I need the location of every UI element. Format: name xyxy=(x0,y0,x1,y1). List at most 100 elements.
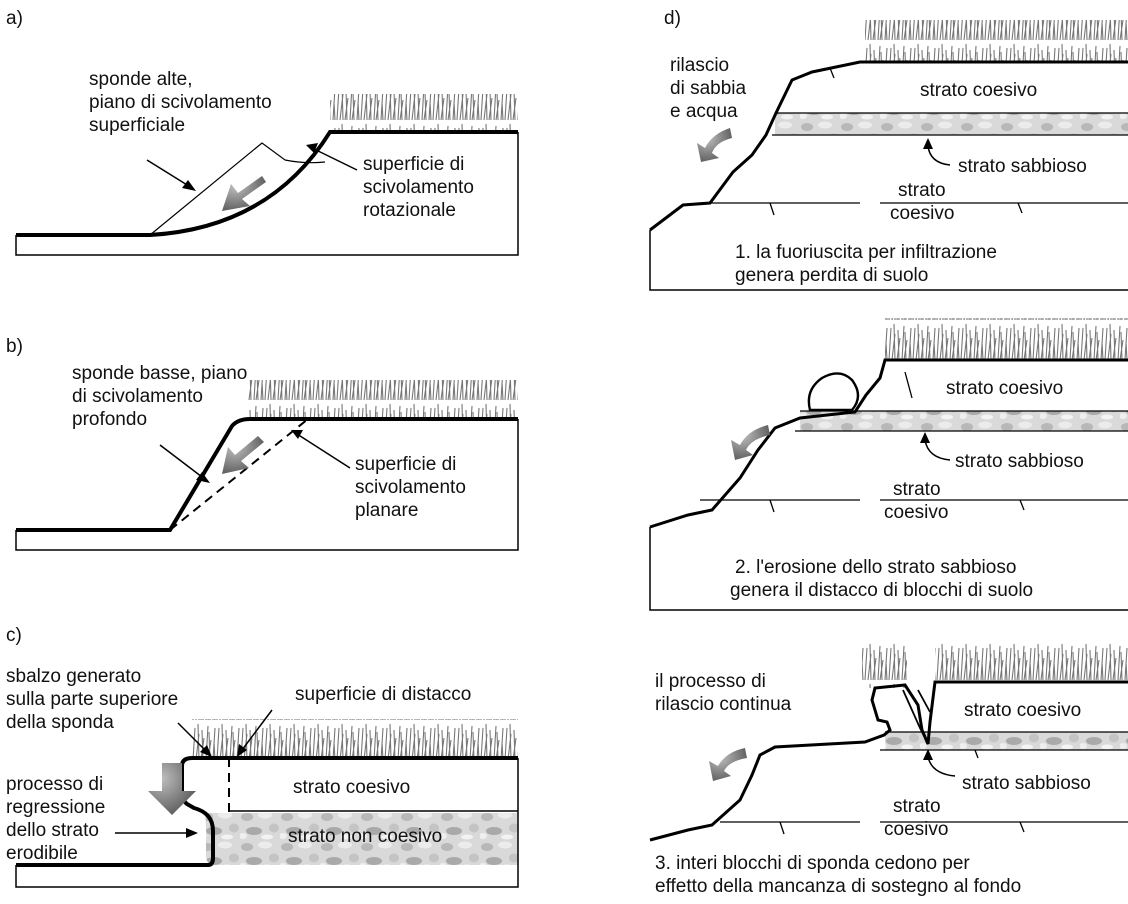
continue-label-2: rilascio continua xyxy=(655,694,792,715)
label-a-right-2: scivolamento xyxy=(363,177,474,198)
label-a-left-2: piano di scivolamento xyxy=(89,92,272,113)
label-a-left-1: sponde alte, xyxy=(89,69,193,90)
release-arrow-icon xyxy=(731,425,770,460)
fallen-block-d2 xyxy=(807,372,860,412)
label-b-right-1: superficie di xyxy=(355,454,456,475)
sliding-arrow-icon xyxy=(222,176,266,211)
caption-3-line-2: effetto della mancanza di sostegno al fo… xyxy=(655,876,1021,897)
release-label-2: di sabbia xyxy=(670,78,746,99)
grass-d1 xyxy=(865,20,1128,62)
label-a-left-3: superficiale xyxy=(89,115,185,136)
grass-b xyxy=(248,380,518,420)
caption-2-line-2: genera il distacco di blocchi di suolo xyxy=(730,580,1033,601)
release-label-1: rilascio xyxy=(670,55,729,76)
sandy-layer-edges-d1 xyxy=(772,112,1128,136)
caption-3-line-1: 3. interi blocchi di sponda cedono per xyxy=(655,853,970,874)
label-c-overhang-3: della sponda xyxy=(6,712,114,733)
label-b-left-2: di scivolamento xyxy=(72,386,203,407)
layer-label-d2-lower-1: strato xyxy=(893,479,941,500)
sandy-layer-d2 xyxy=(800,411,1128,431)
planar-slip-surface-b xyxy=(169,418,309,531)
arrowhead-icon xyxy=(920,432,930,443)
release-arrow-icon xyxy=(709,748,747,781)
sandy-layer-edges-d3 xyxy=(880,731,1128,751)
sandy-layer-d3 xyxy=(885,732,1128,750)
stage-1: rilascio di sabbia e acqua strato coesiv… xyxy=(649,20,1128,291)
stage-2: strato coesivo strato sabbioso strato co… xyxy=(649,318,1128,611)
label-b-right-2: scivolamento xyxy=(355,477,466,498)
bank-profile-c xyxy=(16,756,518,867)
arrowhead-icon xyxy=(186,828,198,838)
pointer-b-right xyxy=(296,433,351,469)
caption-1-line-1: 1. la fuoriuscita per infiltrazione xyxy=(735,242,997,263)
layer-label-d1-cohesive: strato coesivo xyxy=(920,80,1037,101)
layer-label-d3-sandy: strato sabbioso xyxy=(962,773,1091,794)
layer-label-d3-lower-1: strato xyxy=(893,796,941,817)
label-a-right-1: superficie di xyxy=(363,154,464,175)
layer-label-d3-cohesive: strato coesivo xyxy=(964,700,1081,721)
arrowhead-icon xyxy=(200,745,212,757)
grass-block-d3 xyxy=(862,640,907,688)
layer-label-d1-sandy: strato sabbioso xyxy=(958,156,1087,177)
pointer-a-left xyxy=(146,159,193,189)
panel-b: b) sponde basse, piano di scivolamento p… xyxy=(6,336,519,551)
layer-label-d2-cohesive: strato coesivo xyxy=(946,378,1063,399)
panel-b-letter: b) xyxy=(6,336,23,357)
arrowhead-icon xyxy=(182,180,196,191)
label-c-detach: superficie di distacco xyxy=(295,684,471,705)
grass-d2 xyxy=(885,318,1128,360)
shallow-slip-plane-a xyxy=(149,142,326,236)
arrowhead-icon xyxy=(923,138,933,149)
arrowhead-icon xyxy=(237,744,247,757)
panel-a-letter: a) xyxy=(6,8,23,29)
arrowhead-icon xyxy=(306,143,318,153)
bank-profile-a xyxy=(16,130,518,237)
release-arrow-icon xyxy=(697,128,732,162)
ground-outline-a xyxy=(15,132,519,256)
layer-label-d1-lower-1: strato xyxy=(898,180,946,201)
pointer-c-overhang xyxy=(177,722,208,753)
pointer-a-right xyxy=(311,147,358,171)
grass-d3 xyxy=(935,640,1128,682)
sandy-layer-d1 xyxy=(775,113,1128,135)
label-b-left-1: sponde basse, piano xyxy=(72,363,247,384)
label-c-process-3: dello strato xyxy=(6,820,99,841)
continue-label-1: il processo di xyxy=(655,671,766,692)
bank-profile-d2 xyxy=(649,358,1128,529)
ground-outline-c xyxy=(15,758,519,888)
bank-profile-b xyxy=(16,417,518,532)
release-label-3: e acqua xyxy=(670,101,738,122)
ground-outline-d1 xyxy=(649,230,1128,291)
label-b-right-3: planare xyxy=(355,500,418,521)
layer-label-d2-lower-2: coesivo xyxy=(884,502,948,523)
label-c-process-4: erodibile xyxy=(6,843,78,864)
ground-outline-d2 xyxy=(649,527,1128,611)
crack-lines-d1 xyxy=(700,67,1128,216)
ground-outline-b xyxy=(15,419,519,551)
layer-label-d2-sandy: strato sabbioso xyxy=(955,451,1084,472)
layer-label-d1-lower-2: coesivo xyxy=(890,203,954,224)
bank-profile-d1 xyxy=(649,60,1128,232)
label-c-process-2: regressione xyxy=(6,797,105,818)
layer-label-c-top: strato coesivo xyxy=(293,777,410,798)
non-cohesive-layer-c xyxy=(205,813,518,865)
pointer-c-detach xyxy=(241,709,273,751)
grass-c xyxy=(192,719,518,759)
arrowhead-icon xyxy=(291,430,303,439)
label-c-overhang-1: sbalzo generato xyxy=(6,666,141,687)
caption-2-line-1: 2. l'erosione dello strato sabbioso xyxy=(735,557,1016,578)
panel-d: d) rilascio di sabbia e acqua strato coe… xyxy=(649,8,1128,897)
label-a-right-3: rotazionale xyxy=(363,200,456,221)
layer-label-c-bottom: strato non coesivo xyxy=(288,826,442,847)
panel-a: a) sponde alte, piano di scivolamento su… xyxy=(6,8,519,256)
panel-d-letter: d) xyxy=(664,8,681,29)
label-b-left-3: profondo xyxy=(72,409,147,430)
label-c-overhang-2: sulla parte superiore xyxy=(6,689,178,710)
layer-label-d3-lower-2: coesivo xyxy=(884,819,948,840)
panel-c-letter: c) xyxy=(6,625,22,646)
label-c-process-1: processo di xyxy=(6,774,103,795)
panel-c: c) sbalzo generato sulla parte superiore… xyxy=(6,625,519,888)
caption-1-line-2: genera perdita di suolo xyxy=(735,265,928,286)
crack-lines-d2 xyxy=(700,371,1128,513)
